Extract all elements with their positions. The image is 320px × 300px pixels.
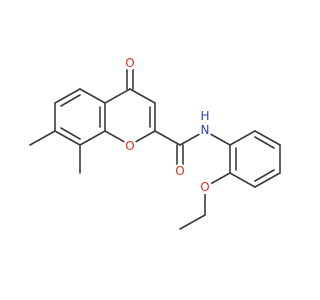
amide-oxygen-label: O — [175, 164, 184, 178]
atom-background — [123, 139, 137, 153]
bond — [254, 130, 281, 146]
amide-nitrogen-label: N — [201, 123, 210, 137]
molecule-diagram: O O O N H O — [29, 56, 281, 230]
bond — [129, 88, 156, 104]
bond — [229, 172, 256, 188]
atom-background — [198, 180, 212, 194]
atom-background — [123, 56, 137, 70]
bond — [79, 130, 106, 146]
atom-background — [198, 109, 212, 123]
bond — [60, 127, 81, 140]
bond — [60, 94, 81, 107]
bond — [29, 130, 56, 146]
bond — [254, 169, 275, 182]
bond — [254, 136, 275, 149]
ether-oxygen-label: O — [200, 180, 209, 194]
bond — [104, 88, 131, 104]
carbonyl-oxygen-label: O — [125, 56, 134, 70]
bond — [254, 172, 281, 188]
atom-background — [198, 123, 212, 137]
ring-oxygen-label: O — [125, 139, 134, 153]
bond — [54, 88, 81, 104]
bond — [79, 88, 106, 104]
structure-svg: O O O N H O — [29, 56, 281, 230]
bonds — [29, 67, 281, 230]
bond — [229, 130, 256, 146]
bond — [154, 130, 181, 146]
amide-hydrogen-label: H — [200, 109, 209, 123]
bond — [179, 214, 206, 230]
atom-background — [173, 164, 187, 178]
bond — [54, 130, 81, 146]
atom-labels: O O O N H O — [123, 56, 212, 194]
